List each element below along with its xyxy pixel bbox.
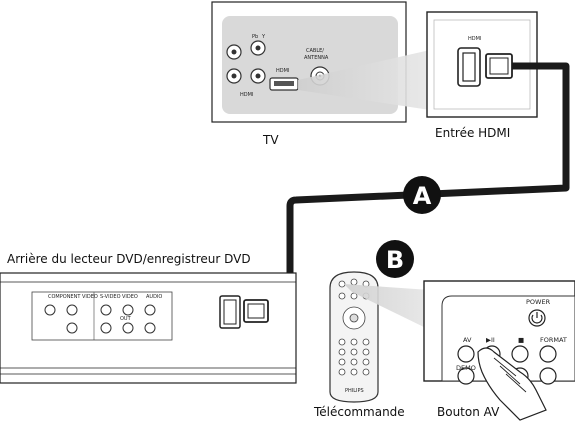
power-label: POWER: [526, 298, 551, 306]
tv-y-label: Y: [261, 34, 266, 40]
demo-button: [457, 367, 475, 385]
hand-icon: [477, 347, 547, 421]
badge-b-letter: B: [386, 246, 404, 274]
front-button-7: [539, 367, 557, 385]
power-button: [528, 309, 546, 327]
badge-b: B: [376, 240, 414, 278]
hdmi-input-caption: Entrée HDMI: [435, 126, 511, 140]
tv-pb-label: Pb: [252, 34, 258, 40]
tv-cable-label-2: ANTENNA: [304, 55, 329, 61]
badge-a: A: [403, 176, 441, 214]
stop-button: [511, 345, 529, 363]
badge-a-letter: A: [413, 182, 432, 210]
demo-label: DEMO: [456, 364, 476, 372]
rear-component-label: COMPONENT VIDEO: [48, 294, 98, 300]
rear-jacks: [44, 304, 156, 334]
av-label: AV: [463, 336, 472, 344]
tv-jack-label: HDMI: [240, 92, 253, 98]
rear-out-label: OUT: [120, 316, 132, 322]
rear-svideo-label: S-VIDEO: [100, 294, 121, 300]
tv-zoom-beam: [298, 50, 430, 110]
front-panel-zoom: POWER AV ▶II ■ FORMAT DEMO: [423, 280, 575, 421]
av-button-caption: Bouton AV: [437, 405, 500, 419]
tv-hdmi-port: HDMI: [269, 68, 299, 91]
zoom-hdmi-label: HDMI: [468, 36, 481, 42]
rear-audio-label: AUDIO: [146, 294, 162, 300]
av-button: [457, 345, 475, 363]
rear-video-label: VIDEO: [122, 294, 138, 300]
format-button: [539, 345, 557, 363]
tv-cable-label-1: CABLE/: [306, 48, 324, 54]
remote-zoom-beam: [344, 284, 430, 330]
format-label: FORMAT: [540, 336, 567, 344]
player-rear-caption: Arrière du lecteur DVD/enregistreur DVD: [7, 252, 251, 266]
tv-caption: TV: [263, 133, 279, 147]
remote-caption: Télécommande: [314, 405, 405, 419]
stop-label: ■: [518, 336, 524, 344]
player-rear-panel: COMPONENT VIDEO S-VIDEO VIDEO AUDIO OUT: [0, 272, 297, 384]
tv-back-panel: Pb Y HDMI HDMI CABLE/ ANTENNA: [211, 1, 407, 123]
remote-brand: PHILIPS: [345, 388, 364, 394]
tv-hdmi-label: HDMI: [276, 68, 289, 74]
rear-hdmi-port: [219, 295, 269, 329]
tv-component-jacks: Pb Y HDMI: [226, 34, 266, 98]
play-pause-label: ▶II: [486, 336, 495, 344]
remote-control: PHILIPS: [329, 271, 379, 403]
